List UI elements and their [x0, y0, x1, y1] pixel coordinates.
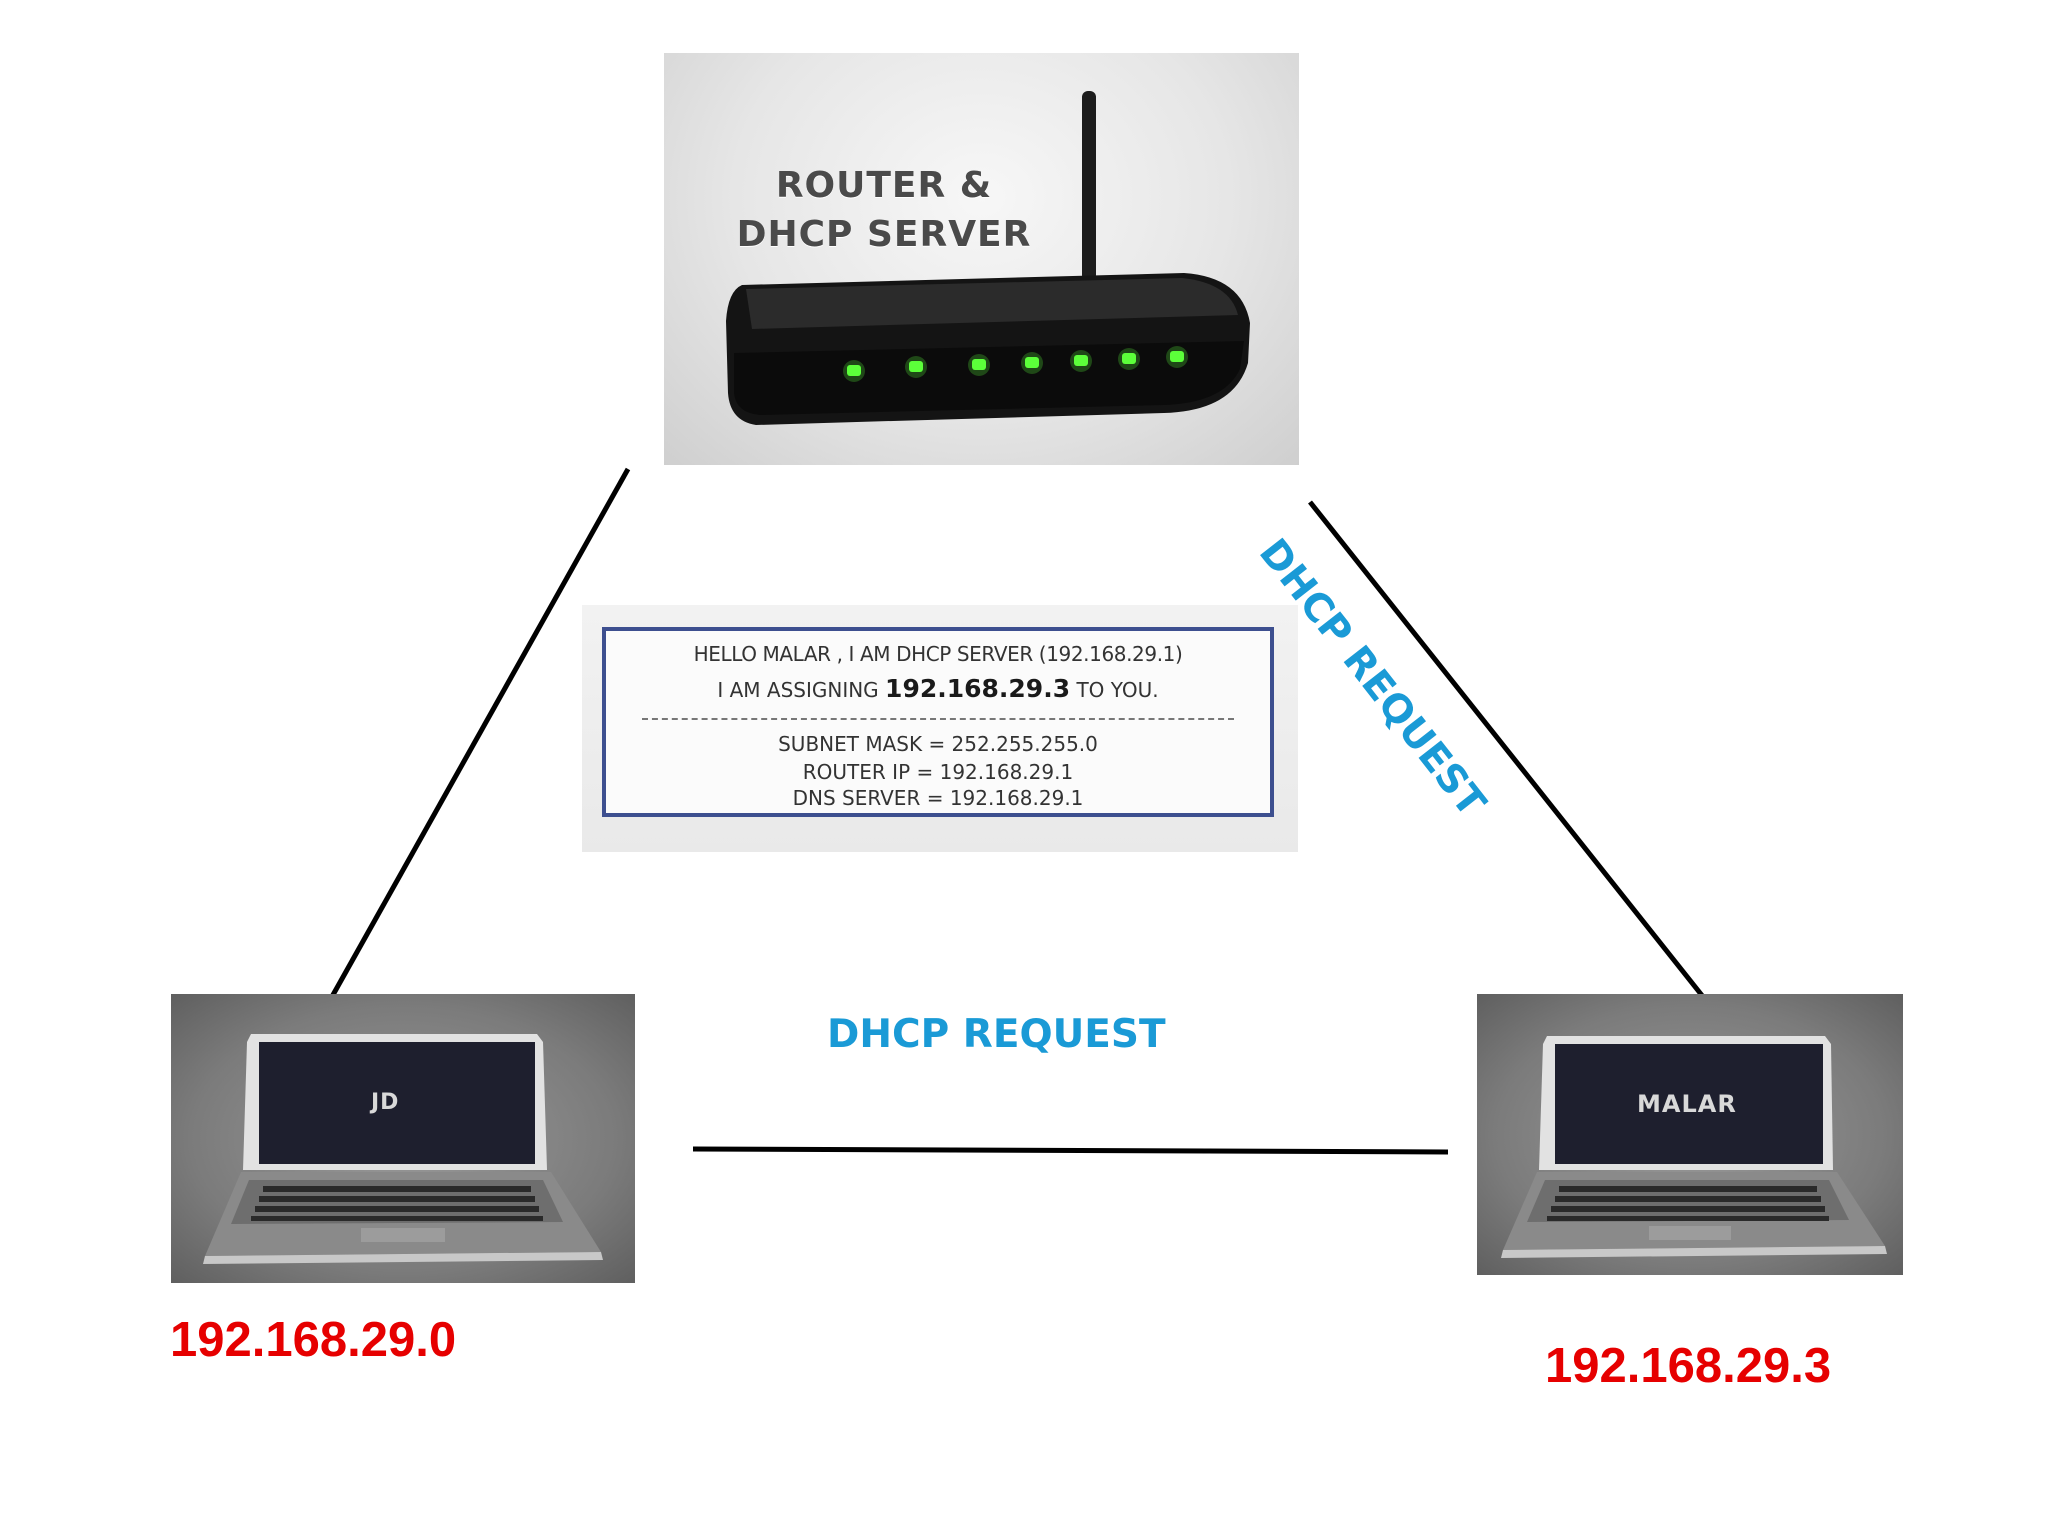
- message-assignment: I AM ASSIGNING 192.168.29.3 TO YOU.: [606, 674, 1270, 703]
- laptop-malar-icon: [1501, 1036, 1887, 1258]
- router-led: [1170, 351, 1184, 362]
- laptop-jd-screen-label: JD: [371, 1090, 400, 1115]
- message-router-ip: ROUTER IP = 192.168.29.1: [802, 760, 1074, 784]
- router-title: ROUTER & DHCP SERVER: [734, 161, 1034, 259]
- message-assignment-suffix: TO YOU.: [1076, 678, 1159, 702]
- laptop-malar-trackpad: [1649, 1226, 1731, 1240]
- router-led: [972, 359, 986, 370]
- line-jd-to-malar: [692, 1146, 1449, 1155]
- dhcp-offer-message-card: HELLO MALAR , I AM DHCP SERVER (192.168.…: [582, 605, 1298, 852]
- router-led: [847, 365, 861, 376]
- line-router-to-jd: [326, 467, 631, 1004]
- laptop-malar-card: MALAR: [1477, 994, 1903, 1275]
- laptop-malar-keyboard: [1547, 1186, 1829, 1221]
- router-title-line-1: ROUTER &: [775, 165, 993, 206]
- router-icon: [726, 91, 1250, 425]
- laptop-malar-screen: [1555, 1044, 1823, 1164]
- router-led: [1122, 353, 1136, 364]
- router-status-leds: [843, 346, 1188, 382]
- router-led: [909, 361, 923, 372]
- dhcp-request-label-bottom: DHCP REQUEST: [827, 1012, 1166, 1057]
- laptop-jd-screen: [259, 1042, 535, 1164]
- laptop-jd-icon: [203, 1034, 603, 1264]
- laptop-malar-screen-label: MALAR: [1637, 1090, 1737, 1118]
- router-led: [1074, 355, 1088, 366]
- message-assignment-prefix: I AM ASSIGNING: [717, 678, 879, 702]
- router-title-line-2: DHCP SERVER: [736, 214, 1032, 255]
- laptop-jd-trackpad: [361, 1228, 445, 1242]
- laptop-jd-keyboard: [251, 1186, 543, 1221]
- router-card: ROUTER & DHCP SERVER: [664, 53, 1299, 465]
- router-antenna: [1082, 91, 1096, 281]
- message-assigned-ip: 192.168.29.3: [885, 674, 1071, 703]
- jd-ip-address: 192.168.29.0: [170, 1313, 457, 1367]
- message-dns-server: DNS SERVER = 192.168.29.1: [792, 786, 1084, 810]
- router-led: [1025, 357, 1039, 368]
- message-subnet-mask: SUBNET MASK = 252.255.255.0: [778, 732, 1098, 756]
- dhcp-offer-message-box: HELLO MALAR , I AM DHCP SERVER (192.168.…: [602, 627, 1274, 817]
- message-greeting: HELLO MALAR , I AM DHCP SERVER (192.168.…: [693, 642, 1183, 666]
- laptop-jd-card: JD: [171, 994, 635, 1283]
- line-router-to-malar: [1308, 500, 1710, 1005]
- malar-ip-address: 192.168.29.3: [1545, 1339, 1832, 1393]
- message-divider: [642, 718, 1234, 720]
